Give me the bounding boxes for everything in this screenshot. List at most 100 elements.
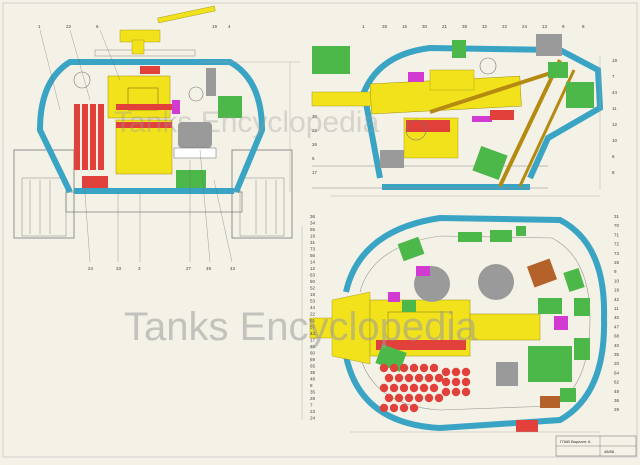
callout-number: 22 bbox=[502, 24, 508, 29]
ammo-round bbox=[404, 373, 414, 383]
callout-number: 32 bbox=[482, 24, 488, 29]
callout-number: 9 bbox=[562, 24, 565, 29]
ammo-round bbox=[414, 373, 424, 383]
front-magenta-box bbox=[172, 100, 180, 114]
callout-number: 6 bbox=[96, 24, 99, 29]
plan-brown-box bbox=[526, 258, 558, 288]
callout-number: 30 bbox=[422, 24, 428, 29]
ammo-round bbox=[409, 383, 419, 393]
ammo-round bbox=[399, 363, 409, 373]
ammo-round bbox=[379, 383, 389, 393]
ammo-round bbox=[399, 383, 409, 393]
callout-number: 40 bbox=[614, 343, 620, 348]
callout-number: 63 bbox=[310, 273, 316, 278]
callout-number: 49 bbox=[206, 266, 212, 271]
callout-number: 8 bbox=[310, 383, 313, 388]
callout-number: 44 bbox=[612, 90, 618, 95]
callout-number: 20 bbox=[614, 361, 620, 366]
plan-ammo-stowage bbox=[379, 363, 471, 413]
side-red-block bbox=[406, 120, 450, 132]
callout-number: 27 bbox=[186, 266, 192, 271]
callout-number: 17 bbox=[312, 170, 318, 175]
callout-number: 72 bbox=[614, 242, 620, 247]
callout-number: 8 bbox=[612, 170, 615, 175]
ammo-round bbox=[434, 393, 444, 403]
ammo-round bbox=[424, 393, 434, 403]
side-grey-block-top bbox=[536, 34, 562, 56]
callout-number: 31 bbox=[614, 214, 620, 219]
callout-number: 18 bbox=[310, 292, 316, 297]
ammo-rack-front-view bbox=[74, 104, 108, 188]
ammo-round bbox=[451, 367, 461, 377]
front-green-box-bottom bbox=[176, 170, 206, 188]
callout-number: 43 bbox=[230, 266, 236, 271]
ammo-round bbox=[419, 383, 429, 393]
ammo-round bbox=[394, 373, 404, 383]
right-road-wheel bbox=[239, 177, 285, 237]
callout-number: 73 bbox=[614, 251, 620, 256]
ammo-round bbox=[394, 393, 404, 403]
side-green-block-right bbox=[566, 82, 594, 108]
callout-number: 45 bbox=[310, 344, 316, 349]
ammo-round bbox=[419, 363, 429, 373]
ammo-round bbox=[429, 363, 439, 373]
ammo-round bbox=[409, 363, 419, 373]
front-red-box bbox=[140, 66, 160, 74]
plan-section-view bbox=[301, 214, 608, 433]
callout-number: 22 bbox=[310, 312, 316, 317]
ammo-round bbox=[379, 403, 389, 413]
callout-number: 40 bbox=[614, 315, 620, 320]
callout-number: 24 bbox=[88, 266, 94, 271]
side-floor-armour bbox=[382, 184, 530, 190]
callout-number: 28 bbox=[382, 24, 388, 29]
plan-green-9 bbox=[528, 346, 572, 382]
callout-number: 17 bbox=[310, 338, 316, 343]
callout-number: 18 bbox=[612, 58, 618, 63]
callout-number: 43 bbox=[310, 331, 316, 336]
roof-machine-gun bbox=[119, 5, 216, 55]
callout-number: 4 bbox=[228, 24, 231, 29]
callout-number: 23 bbox=[310, 409, 316, 414]
callout-number: 14 bbox=[310, 260, 316, 265]
callout-number: 69 bbox=[310, 357, 316, 362]
callout-number: 28 bbox=[614, 260, 620, 265]
callout-number: 62 bbox=[614, 380, 620, 385]
callout-number: 24 bbox=[310, 416, 316, 421]
callout-number: 3 bbox=[138, 266, 141, 271]
plan-green-7 bbox=[574, 298, 590, 316]
callout-number: 48 bbox=[310, 377, 316, 382]
ammo-round bbox=[384, 373, 394, 383]
callout-number: 42 bbox=[614, 297, 620, 302]
callout-number: 30 bbox=[312, 114, 318, 119]
title-block: ГЛАВ Вариант А 48/88 bbox=[555, 435, 637, 457]
side-magenta-block-top bbox=[408, 72, 424, 82]
callout-number: 7 bbox=[612, 74, 615, 79]
callout-number: 10 bbox=[612, 138, 618, 143]
plan-magenta-1 bbox=[416, 266, 430, 276]
plan-callout-numbers: 3634551931735614126350521853442261574317… bbox=[310, 214, 620, 421]
side-green-block-top bbox=[452, 40, 466, 58]
callout-number: 71 bbox=[614, 232, 620, 237]
callout-number: 48 bbox=[614, 389, 620, 394]
plan-loader-seat bbox=[496, 362, 518, 386]
plan-magenta-3 bbox=[388, 292, 400, 302]
callout-number: 36 bbox=[310, 214, 316, 219]
front-green-box-right bbox=[218, 96, 242, 118]
ammo-round bbox=[441, 387, 451, 397]
callout-number: 5 bbox=[312, 156, 315, 161]
plan-green-2 bbox=[490, 230, 512, 242]
side-grey-seat bbox=[380, 150, 404, 168]
title-block-row1: ГЛАВ Вариант А bbox=[560, 439, 591, 444]
callout-number: 35 bbox=[614, 352, 620, 357]
plan-green-3 bbox=[516, 226, 526, 236]
plan-commander-seat bbox=[478, 264, 514, 300]
callout-number: 12 bbox=[310, 266, 316, 271]
callout-number: 7 bbox=[310, 403, 313, 408]
ammo-round bbox=[389, 403, 399, 413]
ammo-round bbox=[429, 383, 439, 393]
callout-number: 35 bbox=[310, 390, 316, 395]
callout-number: 22 bbox=[312, 128, 318, 133]
callout-number: 1 bbox=[38, 24, 41, 29]
